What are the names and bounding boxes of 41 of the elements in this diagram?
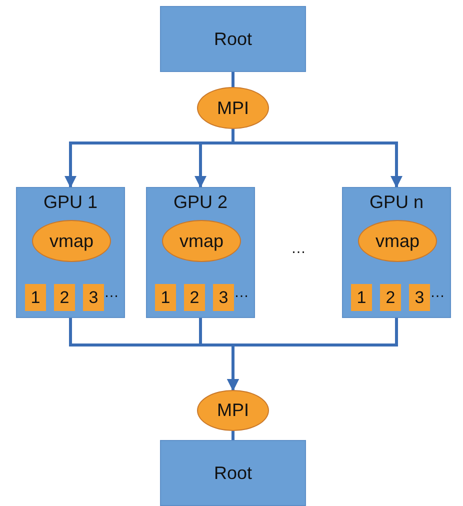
item-square [25,284,46,311]
box-label: Root [214,28,252,50]
process-box [160,6,306,72]
box-label: Root [214,462,252,484]
connector-line [232,72,234,87]
ellipsis: … [104,284,119,301]
box-heading: GPU n [369,192,424,213]
item-square [184,284,205,311]
item-square [351,284,372,311]
node-label: 1 [30,288,40,308]
process-box [342,187,451,318]
process-box [146,187,255,318]
node-label: 2 [386,288,396,308]
box-heading: GPU 2 [173,192,228,213]
node-label: MPI [216,98,249,118]
node-label: 1 [160,288,170,308]
node-label: vmap [375,230,420,252]
node-label: 3 [88,288,98,308]
node-label: vmap [179,230,224,252]
arrow [227,318,398,391]
item-square [83,284,104,311]
arrow [232,129,402,188]
ellipsis: … [234,284,249,301]
process-box [16,187,125,318]
box-heading: GPU 1 [43,192,98,213]
ellipsis: … [430,284,445,301]
connector-line [232,431,234,440]
item-square [155,284,176,311]
process-box [160,440,306,506]
node-label: 3 [414,288,424,308]
item-square [213,284,234,311]
node-label: 2 [190,288,200,308]
node-label: vmap [49,230,94,252]
item-square [54,284,75,311]
node-label: 3 [218,288,228,308]
item-square [380,284,401,311]
node-label: MPI [216,400,249,421]
item-square [409,284,430,311]
node-label: 2 [60,288,70,308]
node-label: 1 [356,288,366,308]
ellipsis: … [291,240,306,257]
